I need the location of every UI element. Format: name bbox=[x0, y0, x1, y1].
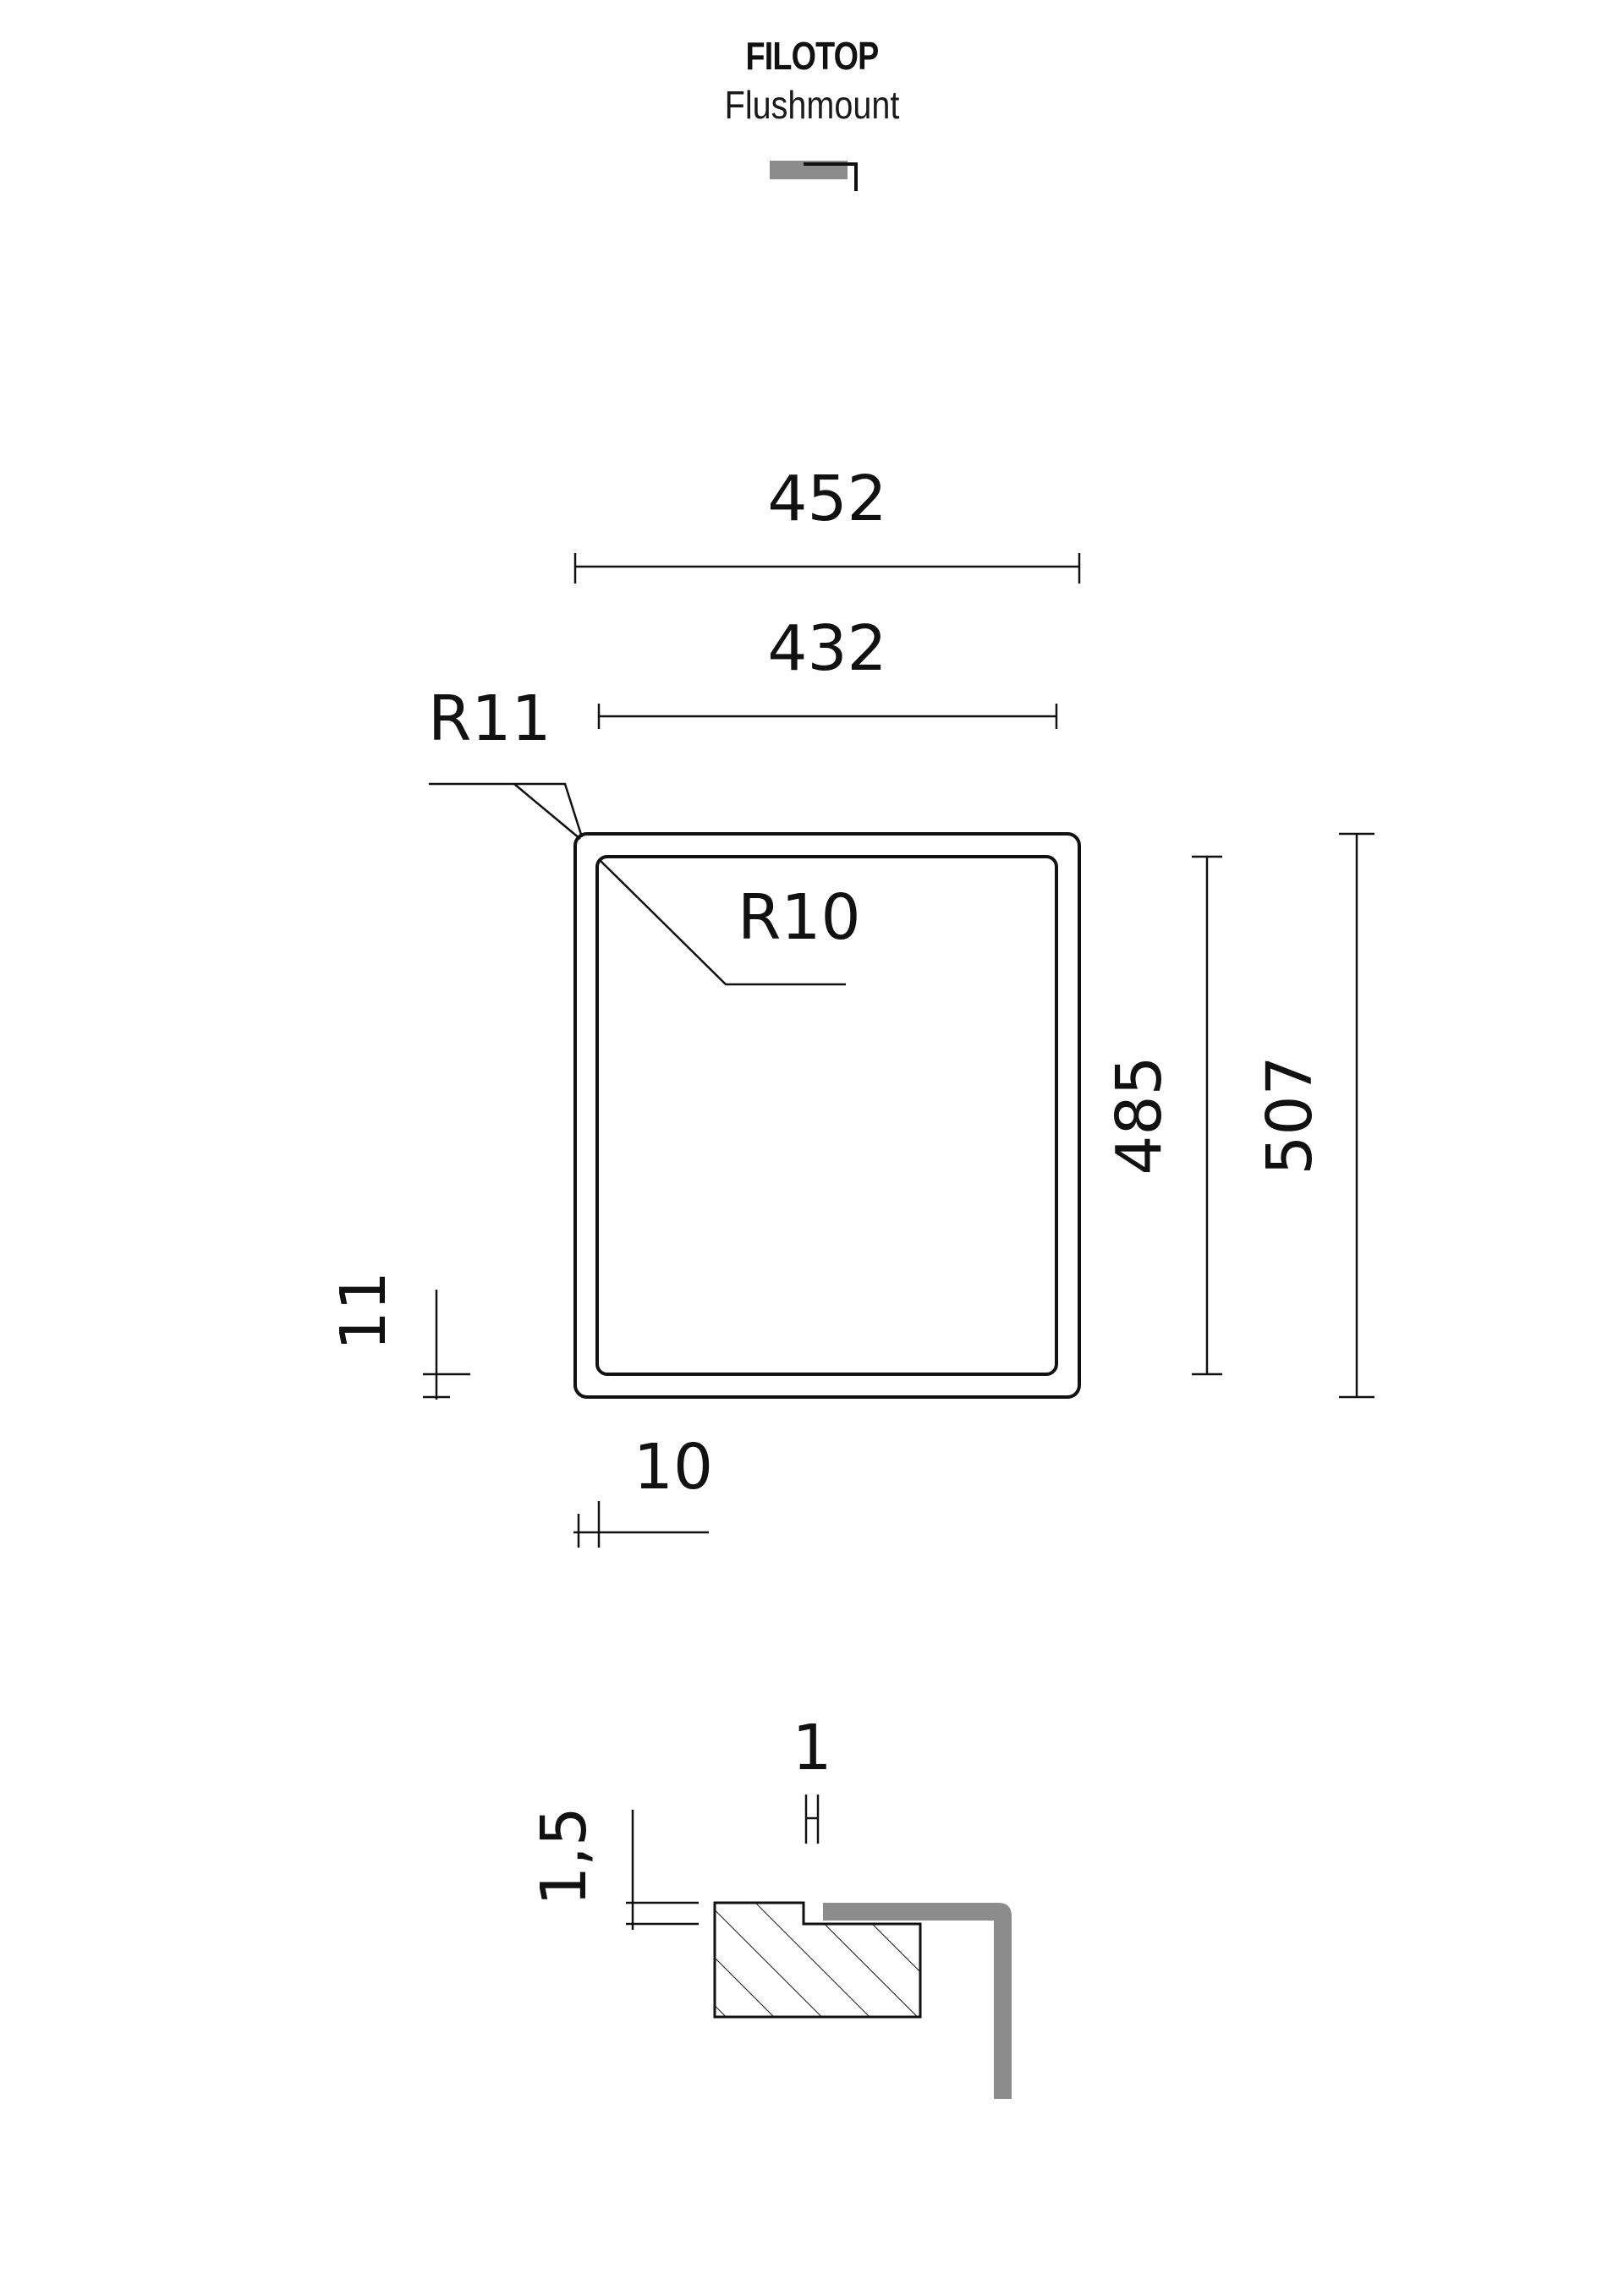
dim-label-485: 485 bbox=[1103, 1055, 1176, 1175]
dimension-bottom-offset: 10 bbox=[573, 1431, 713, 1548]
radius-label-r11: R11 bbox=[428, 682, 551, 755]
dimension-gap: 1 bbox=[792, 1712, 832, 1844]
inner-bowl bbox=[595, 855, 1058, 1376]
top-view: 452 432 R11 R10 485 bbox=[327, 463, 1374, 1548]
header: FILOTOP Flushmount bbox=[0, 32, 1624, 130]
dimension-step: 1,5 bbox=[528, 1806, 699, 1930]
dim-label-432: 432 bbox=[767, 612, 886, 685]
dimension-outer-width: 452 bbox=[573, 463, 1081, 584]
dim-label-507: 507 bbox=[1254, 1055, 1326, 1175]
radius-label-r10: R10 bbox=[738, 881, 861, 954]
outer-rim bbox=[573, 832, 1081, 1399]
section-view: 1 1,5 bbox=[528, 1712, 1012, 2099]
dimension-inner-height: 485 bbox=[1103, 855, 1222, 1376]
dim-label-11: 11 bbox=[327, 1271, 400, 1351]
dimension-inner-width: 432 bbox=[597, 612, 1058, 729]
dimension-side-offset: 11 bbox=[327, 1271, 470, 1400]
flushmount-profile-icon bbox=[770, 161, 858, 191]
dim-label-1: 1 bbox=[792, 1712, 831, 1784]
dimension-outer-height: 507 bbox=[1254, 832, 1374, 1399]
radius-inner-callout: R10 bbox=[600, 860, 861, 986]
radius-outer-callout: R11 bbox=[428, 682, 584, 840]
worktop-section bbox=[713, 1901, 922, 2019]
dim-label-10: 10 bbox=[634, 1431, 713, 1504]
product-subtitle: Flushmount bbox=[724, 83, 900, 127]
dim-label-452: 452 bbox=[767, 463, 886, 535]
dim-label-1-5: 1,5 bbox=[528, 1806, 601, 1906]
brand-title: FILOTOP bbox=[745, 34, 879, 78]
